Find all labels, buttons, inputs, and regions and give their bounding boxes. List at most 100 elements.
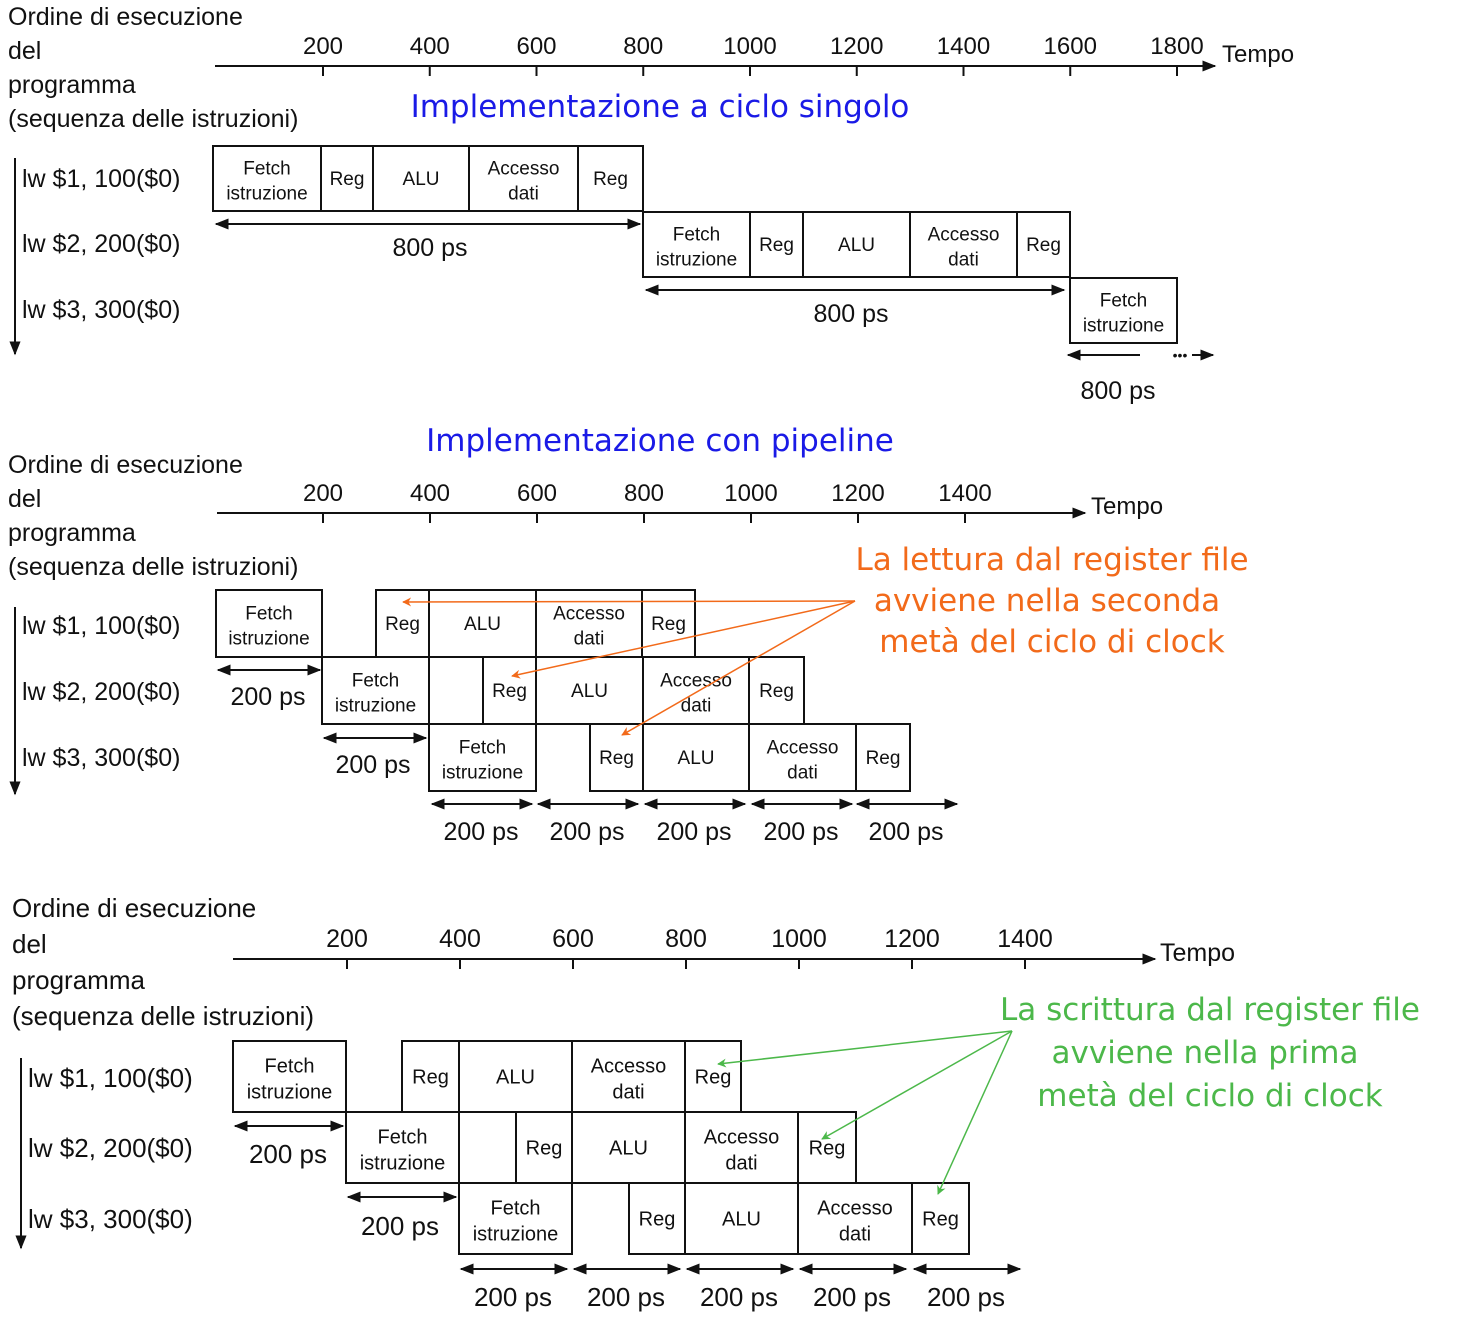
pipe1-i1-fetch-label-2: istruzione [228, 629, 309, 650]
pipe1-i3-fetch-label-1: Fetch [459, 738, 507, 759]
pipe2-i3-fetch-label-2: istruzione [473, 1224, 559, 1246]
single-i2-reg-read-box [749, 211, 804, 278]
pipe2-tick-label: 1400 [997, 925, 1053, 953]
single-i1-reg-write-box [577, 145, 644, 212]
pipe1-order-line3: programma [8, 519, 136, 547]
single-i1-mem-label-1: Accesso [488, 159, 560, 180]
pipe1-i2-alu-box [535, 656, 644, 725]
write-note-line-3: metà del ciclo di clock [1037, 1078, 1382, 1114]
single-i1-reg-write-label: Reg [593, 169, 628, 190]
pipe1-i3-fetch-label-2: istruzione [442, 763, 523, 784]
pipe1-i1-fetch-label-1: Fetch [245, 604, 293, 625]
pipe1-tick-label: 1200 [831, 480, 884, 507]
single-i1-fetch-label-1: Fetch [243, 159, 291, 180]
single-i2-fetch-box [642, 211, 751, 278]
pipe1-i2-alu-label: ALU [571, 681, 608, 702]
pipe1-i3-alu-label: ALU [678, 748, 715, 769]
single-tick-label: 1600 [1044, 33, 1097, 60]
pipe1-i1-mem-label-1: Accesso [553, 604, 625, 625]
pipe1-instruction-1: lw $1, 100($0) [22, 612, 180, 640]
pipe1-i3-reg-read-box [589, 723, 644, 792]
single-i3-fetch-label-1: Fetch [1100, 291, 1148, 312]
pipe2-i3-reg-write-box [911, 1182, 970, 1255]
pipe2-order-line4: (sequenza delle istruzioni) [12, 1001, 314, 1031]
pipe1-cycle-duration-4: 200 ps [763, 818, 838, 846]
pipe2-i1-reg-read-box [401, 1040, 460, 1113]
single-tick-label: 400 [410, 33, 450, 60]
write-note-arrow-1 [717, 1030, 1013, 1068]
pipe2-order-line3: programma [12, 965, 145, 995]
write-note-line-1: La scrittura dal register file [1000, 992, 1420, 1028]
single-title: Implementazione a ciclo singolo [411, 89, 910, 125]
pipe1-i3-mem-box [748, 723, 857, 792]
single-i2-mem-label-1: Accesso [928, 225, 1000, 246]
pipe1-tick-label: 400 [410, 480, 450, 507]
single-i2-fetch-label-2: istruzione [656, 250, 737, 271]
pipe2-i2-reg-write-label: Reg [809, 1138, 846, 1160]
pipeline-title: Implementazione con pipeline [426, 423, 894, 459]
write-note-arrow-3 [937, 1030, 1013, 1195]
single-i2-alu-label: ALU [838, 235, 875, 256]
write-note-line-2: avviene nella prima [1052, 1035, 1359, 1071]
pipe2-i2-fetch-label-2: istruzione [360, 1153, 446, 1175]
pipe2-instruction-1: lw $1, 100($0) [28, 1063, 193, 1093]
pipe1-i1-alu-label: ALU [464, 614, 501, 635]
pipe1-tick-label: 800 [624, 480, 664, 507]
read-note-arrow-3 [621, 600, 856, 736]
pipe1-i3-reg-write-box [855, 723, 911, 792]
pipe2-i2-mem-label-1: Accesso [704, 1127, 780, 1149]
pipe2-cycle-duration-3: 200 ps [700, 1282, 778, 1312]
single-order-line4: (sequenza delle istruzioni) [8, 105, 298, 133]
single-i2-mem-label-2: dati [948, 250, 979, 271]
pipe2-i2-fetch-label-1: Fetch [377, 1127, 427, 1149]
single-order-line2: del [8, 37, 41, 65]
pipe2-time-label: Tempo [1160, 939, 1235, 967]
pipe1-i2-fetch-box [321, 656, 430, 725]
pipe2-i2-alu-label: ALU [609, 1138, 648, 1160]
pipe2-i3-mem-label-1: Accesso [817, 1198, 893, 1220]
pipe2-i3-fetch-box [458, 1182, 573, 1255]
single-i2-fetch-label-1: Fetch [673, 225, 721, 246]
single-i1-fetch-label-2: istruzione [226, 184, 307, 205]
pipe1-i2-reg-read-label: Reg [492, 681, 527, 702]
pipe1-tick-label: 1000 [724, 480, 777, 507]
pipe1-time-label: Tempo [1091, 493, 1163, 520]
pipe1-i1-duration: 200 ps [230, 683, 305, 711]
pipe2-i3-reg-read-label: Reg [639, 1209, 676, 1231]
pipe1-i2-fetch-label-1: Fetch [352, 671, 400, 692]
pipe2-cycle-duration-2: 200 ps [587, 1282, 665, 1312]
pipe2-tick-label: 1200 [884, 925, 940, 953]
single-i1-reg-read-label: Reg [330, 169, 365, 190]
pipe1-i2-mem-label-1: Accesso [660, 671, 732, 692]
pipe1-i2-mem-label-2: dati [681, 696, 712, 717]
pipe1-cycle-duration-2: 200 ps [549, 818, 624, 846]
pipe2-i3-mem-box [797, 1182, 913, 1255]
read-note-line-3: metà del ciclo di clock [879, 624, 1224, 660]
read-note-line-1: La lettura dal register file [855, 542, 1248, 578]
pipe2-tick-label: 1000 [771, 925, 827, 953]
pipe1-i1-reg-read-label: Reg [385, 614, 420, 635]
pipe2-tick-label: 400 [439, 925, 481, 953]
pipe2-i1-fetch-label-1: Fetch [264, 1056, 314, 1078]
pipe1-i1-reg-write-label: Reg [651, 614, 686, 635]
pipe1-i2-duration: 200 ps [335, 751, 410, 779]
pipe2-instruction-3: lw $3, 300($0) [28, 1204, 193, 1234]
single-i2-mem-box [909, 211, 1018, 278]
pipe2-i1-reg-write-label: Reg [695, 1067, 732, 1089]
single-i1-mem-box [468, 145, 579, 212]
single-order-line1: Ordine di esecuzione [8, 3, 243, 31]
single-i1-reg-read-box [320, 145, 374, 212]
pipe1-i2-reg-read-box [482, 656, 537, 725]
single-tick-label: 1400 [937, 33, 990, 60]
single-i1-duration: 800 ps [392, 234, 467, 262]
single-i3-fetch-label-2: istruzione [1083, 316, 1164, 337]
read-note-arrow-2 [511, 600, 856, 679]
pipe2-tick-label: 800 [665, 925, 707, 953]
pipe2-i3-fetch-label-1: Fetch [490, 1198, 540, 1220]
pipe1-i1-fetch-box [215, 589, 323, 658]
single-tick-label: 800 [623, 33, 663, 60]
read-note-line-2: avviene nella seconda [874, 583, 1220, 619]
pipe2-i1-duration: 200 ps [249, 1139, 327, 1169]
pipe1-i3-mem-label-2: dati [787, 763, 818, 784]
